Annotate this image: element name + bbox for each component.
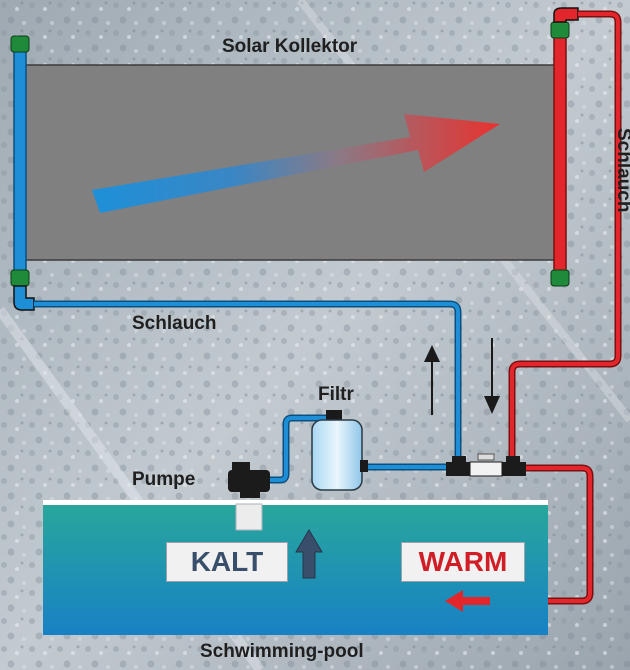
filter-icon [311, 419, 363, 491]
hose-left-label: Schlauch [132, 313, 217, 334]
cold-hose [34, 302, 460, 462]
pool-label: Schwimming-pool [200, 641, 364, 662]
pump-label: Pumpe [132, 469, 196, 490]
pipe-fitting [10, 269, 30, 287]
pump-hose [266, 416, 336, 482]
pump-inlet [240, 490, 260, 498]
filter-outlet [360, 460, 368, 472]
hose-right-label: Schlauch [613, 128, 630, 213]
valve-center [469, 461, 503, 477]
collector-label: Solar Kollektor [222, 36, 358, 57]
pipe-fitting [10, 35, 30, 53]
valve-port [452, 456, 466, 464]
warm-label: WARM [401, 542, 525, 582]
warm-hose [510, 12, 620, 462]
cold-collector-pipe [13, 41, 27, 273]
warm-inflow-arrow-icon [445, 590, 490, 612]
filter-label: Filtr [318, 384, 354, 405]
warm-collector-pipe [553, 27, 567, 275]
pipe-fitting [550, 21, 570, 39]
filter-cap [326, 410, 342, 422]
heat-flow-arrow [92, 114, 500, 213]
flow-down-arrow-head [484, 396, 500, 414]
pump-motor [232, 462, 250, 474]
cold-label: KALT [166, 542, 288, 582]
pool-edge [43, 500, 548, 505]
pump-body [228, 470, 270, 492]
pipe-fitting [550, 269, 570, 287]
cold-up-arrow-icon [295, 529, 323, 579]
flow-up-arrow-head [424, 345, 440, 362]
pipe-elbow [13, 285, 35, 311]
valve-port [506, 456, 520, 464]
valve-handle [477, 453, 495, 461]
pipe-elbow [553, 7, 579, 23]
pool-return-hose [522, 466, 592, 603]
pool-intake [235, 503, 263, 531]
